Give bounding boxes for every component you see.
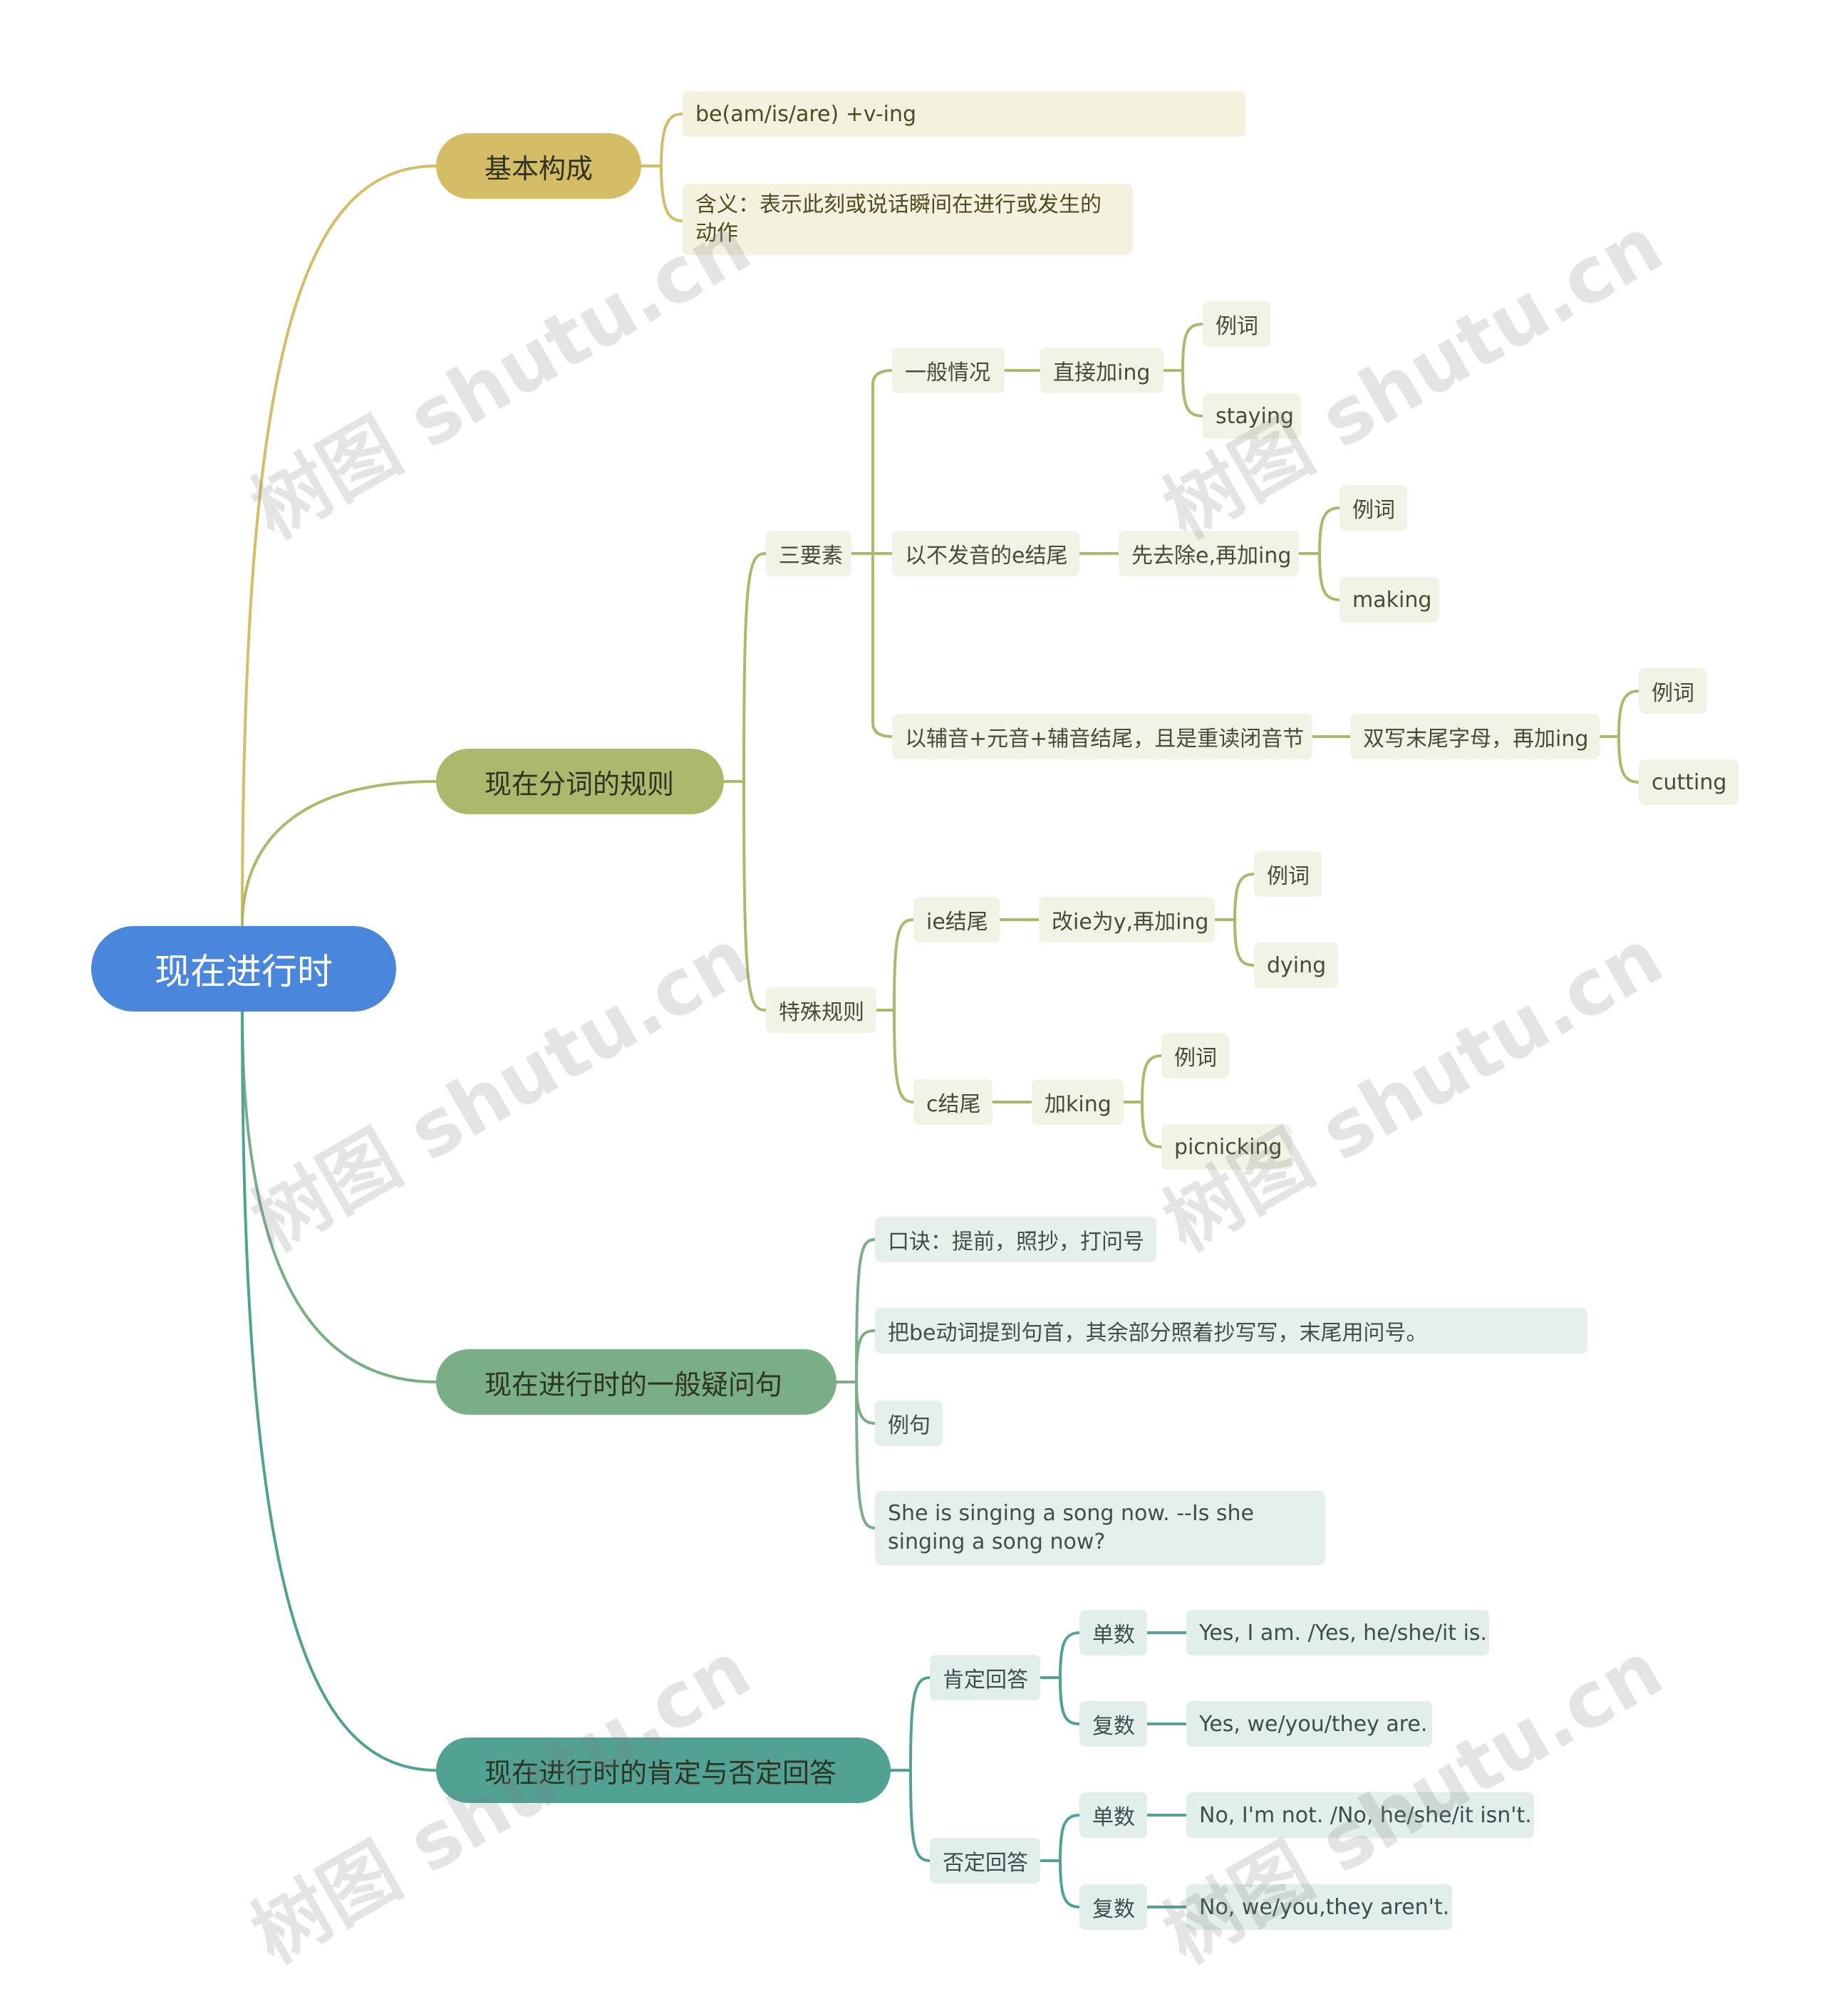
special-rules-node[interactable]: 特殊规则 [766,987,876,1033]
general-example-label[interactable]: 例词 [1203,301,1270,347]
c-ending-node[interactable]: c结尾 [913,1079,993,1125]
c-example-label[interactable]: 例词 [1161,1033,1229,1079]
positive-plural-answer[interactable]: Yes, we/you/they are. [1186,1701,1432,1747]
negative-singular-answer[interactable]: No, I'm not. /No, he/she/it isn't. [1186,1792,1534,1838]
three-elements-node[interactable]: 三要素 [766,531,851,576]
general-case-node[interactable]: 一般情况 [892,348,1005,393]
meaning-node[interactable]: 含义：表示此刻或说话瞬间在进行或发生的动作 [683,184,1133,255]
silent-e-example-word[interactable]: making [1340,577,1439,623]
ie-example-label[interactable]: 例词 [1254,851,1322,897]
silent-e-rule-node[interactable]: 先去除e,再加ing [1119,531,1299,576]
branch-basic-structure[interactable]: 基本构成 [436,133,641,199]
question-example-label[interactable]: 例句 [875,1401,943,1446]
root-topic[interactable]: 现在进行时 [91,926,396,1012]
question-example-sentence[interactable]: She is singing a song now. --Is she sing… [875,1491,1325,1565]
positive-answer-node[interactable]: 肯定回答 [930,1655,1040,1700]
general-rule-node[interactable]: 直接加ing [1040,348,1164,393]
negative-plural-label[interactable]: 复数 [1079,1884,1147,1930]
general-example-word[interactable]: staying [1203,393,1301,439]
cvc-example-word[interactable]: cutting [1639,759,1738,805]
positive-plural-label[interactable]: 复数 [1079,1701,1147,1747]
ie-example-word[interactable]: dying [1254,942,1338,988]
negative-answer-node[interactable]: 否定回答 [930,1838,1040,1883]
silent-e-node[interactable]: 以不发音的e结尾 [892,531,1079,576]
cvc-example-label[interactable]: 例词 [1639,668,1706,714]
ie-rule-node[interactable]: 改ie为y,再加ing [1039,897,1215,942]
ie-ending-node[interactable]: ie结尾 [913,897,1000,942]
c-example-word[interactable]: picnicking [1161,1124,1292,1170]
formula-node[interactable]: be(am/is/are) +v-ing [683,91,1245,137]
cvc-rule-node[interactable]: 双写末尾字母，再加ing [1350,714,1600,759]
positive-singular-label[interactable]: 单数 [1079,1610,1147,1656]
mnemonic-node[interactable]: 口诀：提前，照抄，打问号 [875,1217,1156,1262]
positive-singular-answer[interactable]: Yes, I am. /Yes, he/she/it is. [1186,1610,1489,1656]
question-rule-node[interactable]: 把be动词提到句首，其余部分照着抄写写，末尾用问号。 [875,1308,1587,1353]
c-rule-node[interactable]: 加king [1032,1079,1124,1125]
branch-participle-rules[interactable]: 现在分词的规则 [436,749,724,814]
negative-plural-answer[interactable]: No, we/you,they aren't. [1186,1884,1452,1930]
negative-singular-label[interactable]: 单数 [1079,1792,1147,1838]
silent-e-example-label[interactable]: 例词 [1340,485,1407,531]
cvc-node[interactable]: 以辅音+元音+辅音结尾，且是重读闭音节 [892,714,1312,759]
branch-yes-no-question[interactable]: 现在进行时的一般疑问句 [436,1349,836,1415]
branch-answers[interactable]: 现在进行时的肯定与否定回答 [436,1737,891,1803]
